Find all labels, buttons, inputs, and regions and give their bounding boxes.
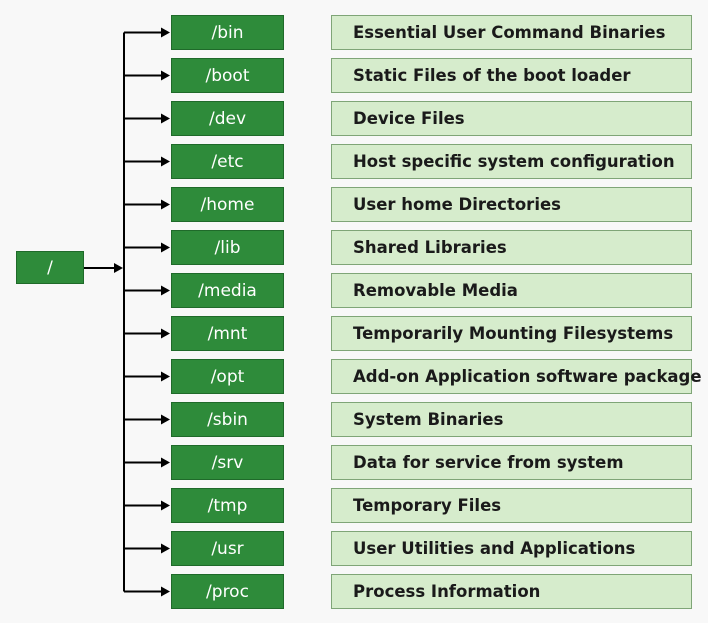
directory-description-box: Host specific system configuration (331, 144, 692, 179)
directory-row: /srv Data for service from system (0, 445, 708, 480)
directory-name: /etc (211, 151, 244, 172)
branch-arrowhead-icon (161, 500, 170, 511)
branch-arrowhead-icon (161, 70, 170, 81)
directory-description: Static Files of the boot loader (353, 66, 631, 85)
directory-description: Essential User Command Binaries (353, 23, 666, 42)
directory-description-box: Essential User Command Binaries (331, 15, 692, 50)
root-directory-box: / (16, 251, 84, 284)
directory-name: /media (198, 280, 257, 301)
directory-description-box: Data for service from system (331, 445, 692, 480)
directory-description-box: Temporarily Mounting Filesystems (331, 316, 692, 351)
directory-row: /tmp Temporary Files (0, 488, 708, 523)
directory-description-box: Removable Media (331, 273, 692, 308)
directory-name: /lib (214, 237, 241, 258)
directory-description-box: Temporary Files (331, 488, 692, 523)
directory-row: /opt Add-on Application software package (0, 359, 708, 394)
directory-row: /sbin System Binaries (0, 402, 708, 437)
directory-row: /lib Shared Libraries (0, 230, 708, 265)
directory-name: /proc (206, 581, 249, 602)
directory-name-box: /tmp (171, 488, 284, 523)
directory-name: /srv (211, 452, 244, 473)
directory-row: /mnt Temporarily Mounting Filesystems (0, 316, 708, 351)
directory-name: /bin (211, 22, 244, 43)
directory-name-box: /usr (171, 531, 284, 566)
branch-arrowhead-icon (161, 113, 170, 124)
directory-name: /tmp (207, 495, 248, 516)
directory-description-box: System Binaries (331, 402, 692, 437)
directory-name-box: /srv (171, 445, 284, 480)
directory-description-box: Shared Libraries (331, 230, 692, 265)
directory-description-box: Process Information (331, 574, 692, 609)
directory-description: User Utilities and Applications (353, 539, 636, 558)
branch-arrowhead-icon (161, 414, 170, 425)
directory-name-box: /home (171, 187, 284, 222)
directory-description-box: User home Directories (331, 187, 692, 222)
directory-description: Shared Libraries (353, 238, 507, 257)
directory-name-box: /etc (171, 144, 284, 179)
directory-name: /home (200, 194, 255, 215)
branch-arrowhead-icon (161, 242, 170, 253)
directory-row: /etc Host specific system configuration (0, 144, 708, 179)
directory-row: /boot Static Files of the boot loader (0, 58, 708, 93)
directory-name: /opt (210, 366, 245, 387)
directory-row: /home User home Directories (0, 187, 708, 222)
directory-description-box: Static Files of the boot loader (331, 58, 692, 93)
branch-arrowhead-icon (161, 285, 170, 296)
directory-description: System Binaries (353, 410, 504, 429)
directory-description: Temporary Files (353, 496, 502, 515)
directory-description-box: Device Files (331, 101, 692, 136)
directory-description: User home Directories (353, 195, 561, 214)
branch-arrowhead-icon (161, 457, 170, 468)
directory-description: Data for service from system (353, 453, 624, 472)
directory-description: Process Information (353, 582, 541, 601)
directory-description-box: User Utilities and Applications (331, 531, 692, 566)
branch-arrowhead-icon (161, 199, 170, 210)
branch-arrowhead-icon (161, 543, 170, 554)
directory-name-box: /opt (171, 359, 284, 394)
branch-arrowhead-icon (161, 586, 170, 597)
directory-name: /mnt (207, 323, 248, 344)
directory-description: Add-on Application software package (353, 367, 702, 386)
directory-description: Host specific system configuration (353, 152, 675, 171)
branch-arrowhead-icon (161, 156, 170, 167)
directory-row: /bin Essential User Command Binaries (0, 15, 708, 50)
directory-name-box: /dev (171, 101, 284, 136)
root-arrowhead-icon (114, 263, 123, 273)
directory-row: /media Removable Media (0, 273, 708, 308)
directory-name-box: /boot (171, 58, 284, 93)
directory-name-box: /proc (171, 574, 284, 609)
directory-name-box: /media (171, 273, 284, 308)
directory-name-box: /lib (171, 230, 284, 265)
branch-arrowhead-icon (161, 27, 170, 38)
directory-name: /boot (205, 65, 250, 86)
directory-name: /usr (211, 538, 244, 559)
directory-description: Removable Media (353, 281, 518, 300)
directory-row: /proc Process Information (0, 574, 708, 609)
branch-arrowhead-icon (161, 328, 170, 339)
directory-name: /sbin (207, 409, 248, 430)
directory-name-box: /sbin (171, 402, 284, 437)
directory-name: /dev (208, 108, 247, 129)
directory-description: Temporarily Mounting Filesystems (353, 324, 674, 343)
root-directory-label: / (47, 257, 53, 278)
directory-description: Device Files (353, 109, 465, 128)
directory-name-box: /mnt (171, 316, 284, 351)
directory-description-box: Add-on Application software package (331, 359, 702, 394)
directory-row: /dev Device Files (0, 101, 708, 136)
directory-row: /usr User Utilities and Applications (0, 531, 708, 566)
directory-name-box: /bin (171, 15, 284, 50)
branch-arrowhead-icon (161, 371, 170, 382)
